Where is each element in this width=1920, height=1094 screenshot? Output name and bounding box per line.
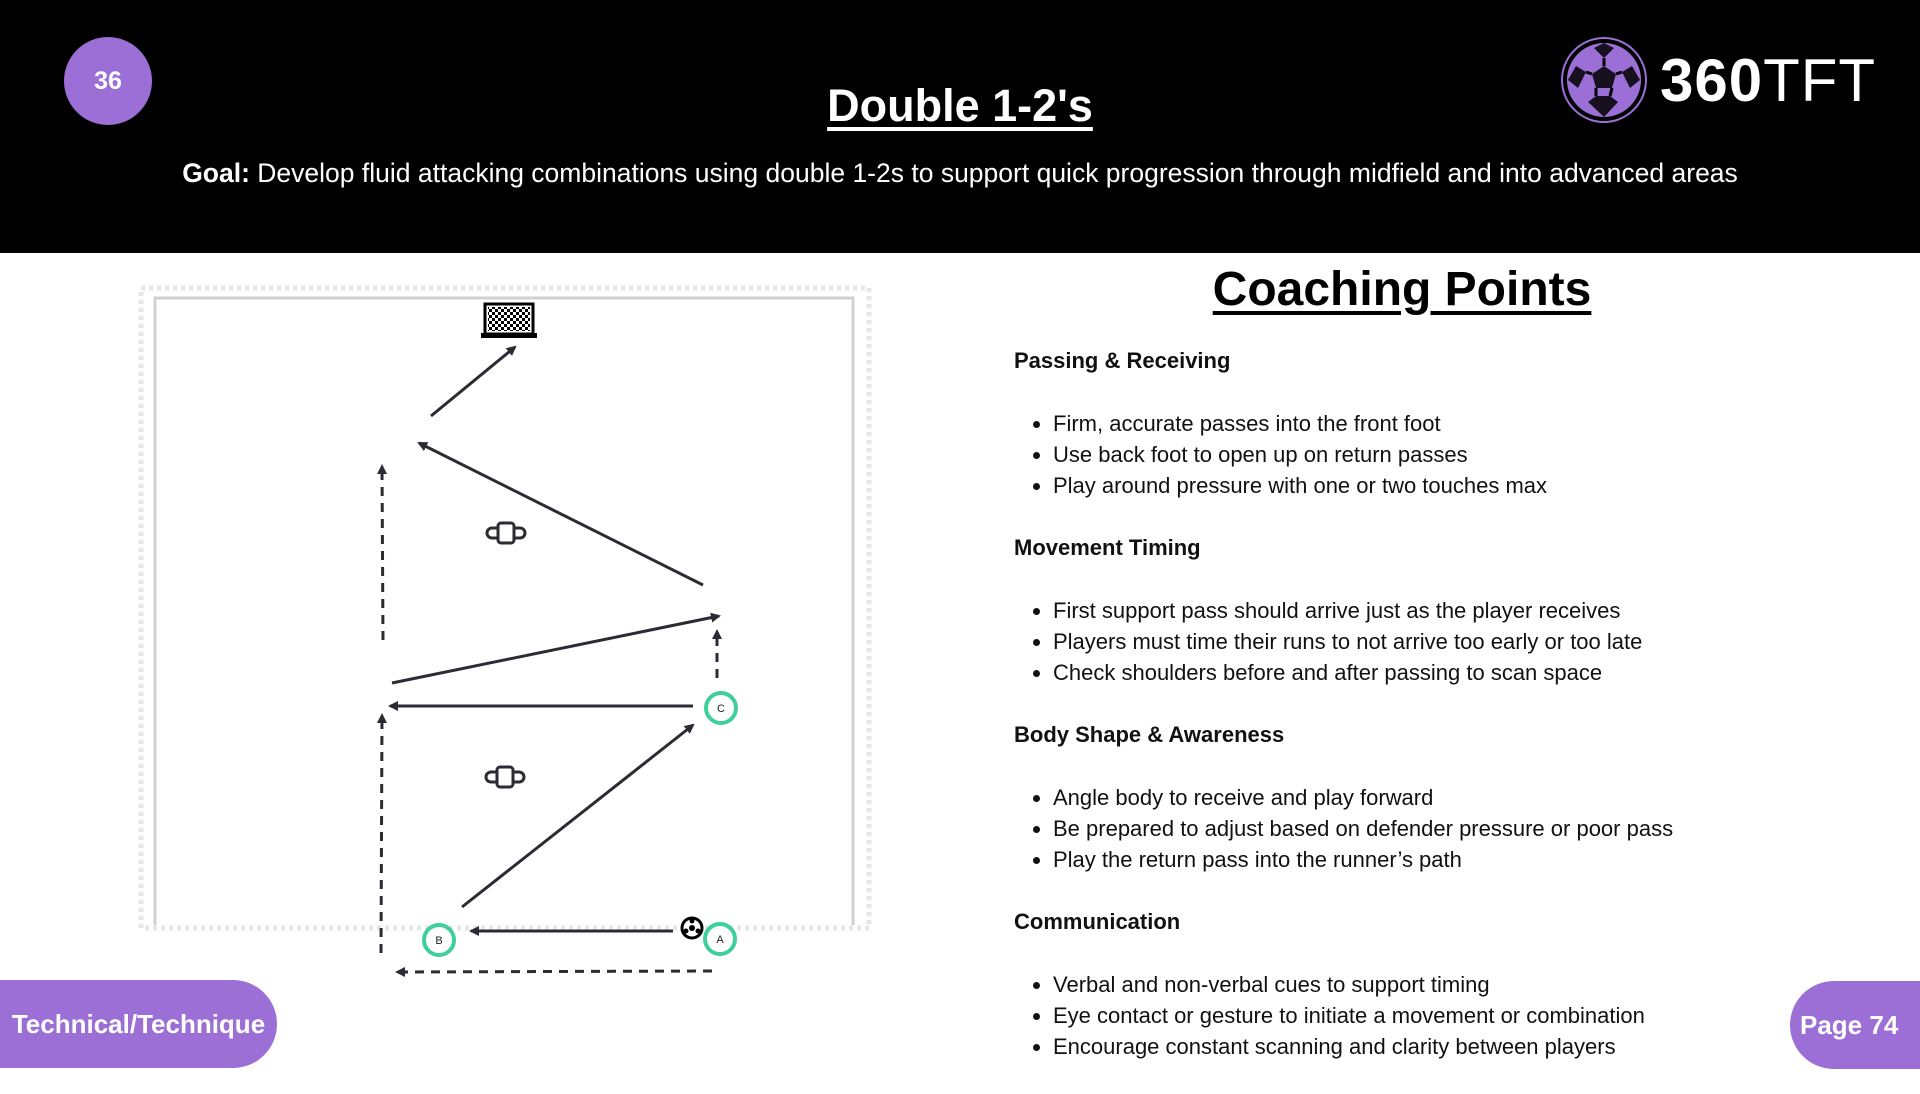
mannequin-icon <box>484 765 526 789</box>
page-number: Page 74 <box>1790 981 1920 1069</box>
mannequin-icon <box>485 521 527 545</box>
goal-text: Goal: Develop fluid attacking combinatio… <box>0 158 1920 189</box>
section-movement-timing: Movement Timing First support pass shoul… <box>1014 533 1834 688</box>
list-item: Firm, accurate passes into the front foo… <box>1053 408 1834 439</box>
section-heading: Body Shape & Awareness <box>1014 722 1285 747</box>
player-b: B <box>422 923 456 957</box>
run-arrow <box>395 966 713 977</box>
list-item: Verbal and non-verbal cues to support ti… <box>1053 969 1834 1000</box>
svg-text:C: C <box>717 703 725 715</box>
section-heading: Movement Timing <box>1014 535 1201 560</box>
list-item: Play around pressure with one or two tou… <box>1053 470 1834 501</box>
pass-arrow <box>391 612 721 685</box>
goal-description: Develop fluid attacking combinations usi… <box>257 158 1738 188</box>
player-c: C <box>704 691 738 725</box>
goal-icon <box>481 302 537 338</box>
svg-text:B: B <box>435 935 442 947</box>
soccer-ball-icon <box>1561 37 1647 123</box>
list-item: Encourage constant scanning and clarity … <box>1053 1031 1834 1062</box>
pass-arrow <box>417 441 704 587</box>
list-item: Play the return pass into the runner’s p… <box>1053 844 1834 875</box>
list-item: Eye contact or gesture to initiate a mov… <box>1053 1000 1834 1031</box>
logo: 360TFT <box>1560 36 1876 124</box>
svg-text:A: A <box>716 934 724 946</box>
logo-text: 360TFT <box>1660 46 1877 114</box>
list-item: Angle body to receive and play forward <box>1053 782 1834 813</box>
list-item: Be prepared to adjust based on defender … <box>1053 813 1834 844</box>
page-title: Double 1-2's <box>827 80 1093 131</box>
run-arrow <box>376 713 387 954</box>
section-passing-receiving: Passing & Receiving Firm, accurate passe… <box>1014 346 1834 501</box>
ball-icon <box>680 916 704 940</box>
player-a: A <box>703 922 737 956</box>
category-tag: Technical/Technique <box>0 980 277 1068</box>
coaching-points-title: Coaching Points <box>1212 263 1592 316</box>
list-item: First support pass should arrive just as… <box>1053 595 1834 626</box>
section-heading: Communication <box>1014 909 1181 934</box>
goal-label: Goal: <box>182 158 250 188</box>
pass-arrow <box>461 723 695 909</box>
list-item: Players must time their runs to not arri… <box>1053 626 1834 657</box>
session-number-badge: 36 <box>64 37 152 125</box>
pitch-boundary <box>153 296 855 925</box>
section-body-shape: Body Shape & Awareness Angle body to rec… <box>1014 720 1834 875</box>
header-bar <box>0 0 1920 253</box>
run-arrow <box>377 464 388 641</box>
list-item: Check shoulders before and after passing… <box>1053 657 1834 688</box>
coaching-points: Passing & Receiving Firm, accurate passe… <box>1014 346 1834 1094</box>
list-item: Use back foot to open up on return passe… <box>1053 439 1834 470</box>
section-heading: Passing & Receiving <box>1014 348 1231 373</box>
shot-arrow <box>430 345 517 418</box>
section-communication: Communication Verbal and non-verbal cues… <box>1014 907 1834 1062</box>
pitch-outer-border <box>138 285 872 931</box>
